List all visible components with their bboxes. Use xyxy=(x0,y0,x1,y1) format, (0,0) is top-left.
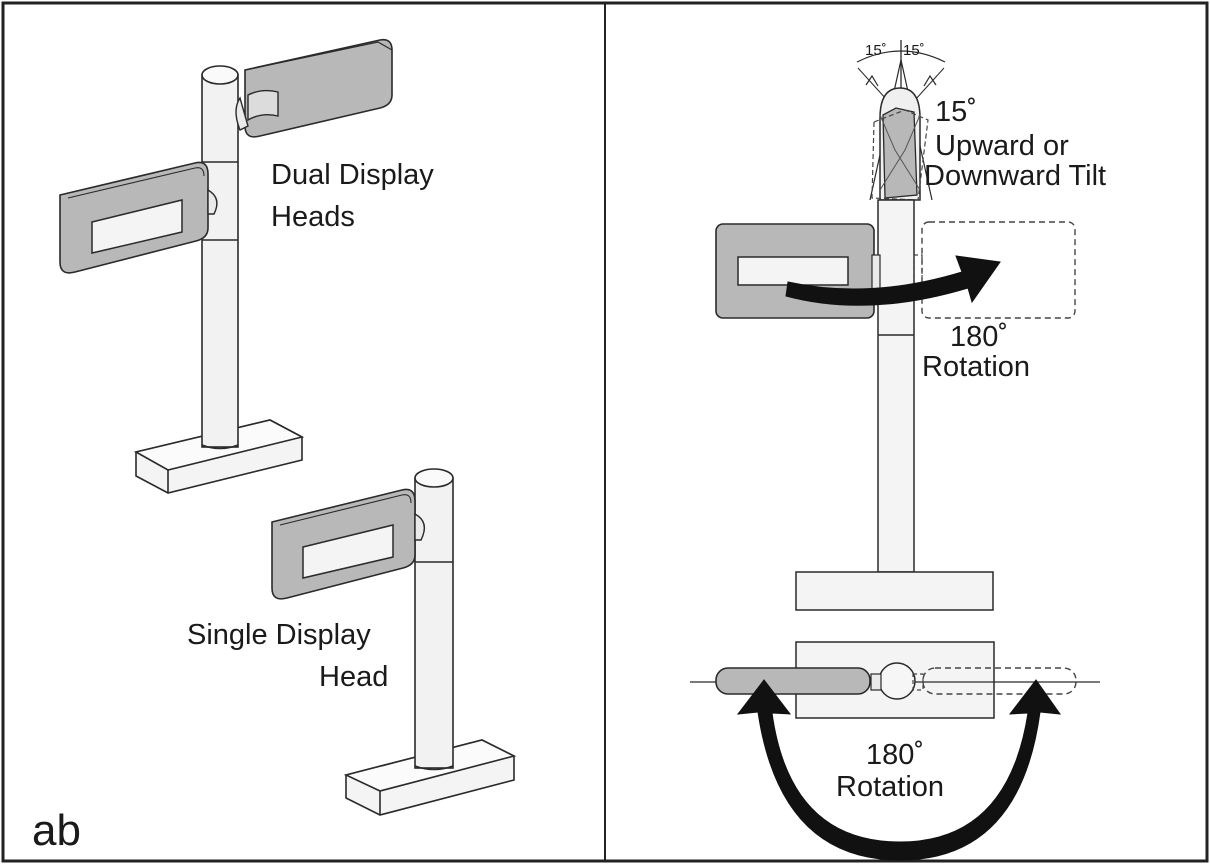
lower-rotation-label: Rotation xyxy=(836,771,944,803)
lower-rotation-degree: 180˚ xyxy=(866,739,924,771)
front-view-pole xyxy=(795,199,994,611)
upper-rotation-arrow xyxy=(785,255,1001,306)
tilt-label-line2: Downward Tilt xyxy=(924,160,1106,192)
single-pole xyxy=(414,468,454,771)
top-view-head xyxy=(715,667,871,695)
dual-upper-head xyxy=(235,38,393,138)
tilt-left-degree: 15˚ xyxy=(865,42,887,59)
single-label-line1: Single Display xyxy=(187,619,371,651)
single-label-line2: Head xyxy=(319,661,388,693)
top-view-rotated-head-outline xyxy=(922,667,1077,695)
tilt-label-line1: Upward or xyxy=(935,130,1069,162)
single-head xyxy=(271,488,426,600)
rotated-head-outline xyxy=(921,221,1076,319)
dual-lower-head xyxy=(59,161,218,274)
dual-label-line2: Heads xyxy=(271,201,355,233)
tilt-head-side-view xyxy=(871,87,929,201)
corner-label: ab xyxy=(32,806,81,855)
tilt-degree-label: 15˚ xyxy=(935,96,977,128)
single-display-illustration xyxy=(271,468,517,816)
upper-rotation-label: Rotation xyxy=(922,351,1030,383)
dual-pole xyxy=(201,65,239,450)
tilt-right-degree: 15˚ xyxy=(903,42,925,59)
lower-rotation-arrow xyxy=(736,679,1062,861)
dual-label-line1: Dual Display xyxy=(271,159,434,191)
dual-display-illustration xyxy=(59,38,393,494)
upper-rotation-degree: 180˚ xyxy=(950,321,1008,353)
